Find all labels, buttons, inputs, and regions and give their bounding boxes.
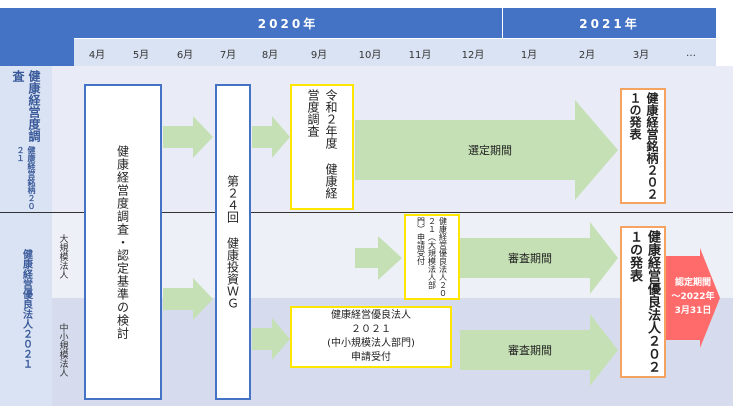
header-year-2021: 2021年 [503,8,716,38]
header-corner [0,8,52,66]
month-jan: 1月 [520,49,538,61]
box-wg: 第２４回 健康投資ＷＧ [215,84,251,400]
sublabel-large: 大規模法人 [57,233,68,279]
header-sub-corner [52,8,74,66]
label-review-large: 審査期間 [508,252,552,265]
box-small-apply: 健康経営優良法人 ２０２１ (中小規模法人部門) 申請受付 [290,306,452,368]
month-jun: 6月 [176,49,194,61]
month-dec: 12月 [461,49,485,61]
box-meigara-announce-text: 健康経営銘柄２０２１の発表 [628,92,659,200]
small-apply-line-3: (中小規模法人部門) [327,338,415,349]
box-large-apply-text: 健康経営優良法人２０２１（大規模法人部門）申請受付 [416,217,448,297]
arrow-certification-period [666,248,720,348]
small-apply-line-4: 申請受付 [351,352,391,363]
arrow-wg-to-small [252,318,290,360]
header-year-2020: 2020年 [74,8,502,38]
arrow-kento-to-wg-bottom [163,278,213,320]
month-may: 5月 [132,49,150,61]
year-2021-label: 2021年 [579,16,640,31]
cert-line-2: ～2022年 [671,292,715,302]
small-apply-line-1: 健康経営優良法人 [331,310,411,321]
row-label-yuryo: 健康経営優良法人２０２１ [20,249,32,369]
sublabel-small: 中小規模法人 [57,323,68,377]
box-chosa-text: 令和２年度 健康経営度調査 [306,89,338,199]
month-jul: 7月 [219,49,237,61]
arrow-kento-to-wg-top [163,116,213,158]
month-nov: 11月 [408,49,432,61]
month-oct: 10月 [358,49,382,61]
sublabel-large-bg [52,213,74,298]
month-apr: 4月 [88,49,106,61]
month-more: … [686,47,696,59]
arrow-review-small [460,314,618,386]
cert-line-1: 認定期間 [674,278,711,288]
box-kento: 健康経営度調査・認定基準の検討 [84,84,162,400]
arrow-selection-period [355,100,618,200]
box-wg-text: 第２４回 健康投資ＷＧ [225,175,240,309]
row-label-meigara: 健康経営銘柄２０２１ [16,146,36,210]
label-selection-period: 選定期間 [468,144,512,157]
row-label-col [0,66,52,406]
month-sep: 9月 [310,49,328,61]
month-mar: 3月 [632,49,650,61]
row-separator [0,212,733,213]
label-certification-period: 認定期間 ～2022年 3月31日 [664,276,722,322]
box-meigara-announce: 健康経営銘柄２０２１の発表 [620,88,666,204]
label-review-small: 審査期間 [508,344,552,357]
cert-line-3: 3月31日 [674,306,712,316]
month-row-bg [74,39,716,66]
box-yuryo-announce: 健康経営優良法人２０２１の発表 [620,226,666,378]
box-chosa: 令和２年度 健康経営度調査 [290,84,354,210]
box-yuryo-announce-text: 健康経営優良法人２０２１の発表 [627,230,660,373]
row-label-kenko-chosa: 健康経営度調査 [11,70,41,142]
box-large-apply: 健康経営優良法人２０２１（大規模法人部門）申請受付 [404,214,460,300]
small-apply-line-2: ２０２１ [351,324,391,335]
year-2020-label: 2020年 [257,16,319,31]
box-kento-text: 健康経営度調査・認定基準の検討 [115,144,130,340]
arrow-wg-to-chosa [252,116,290,158]
arrow-chosa-to-large [355,236,402,280]
month-feb: 2月 [578,49,596,61]
month-aug: 8月 [261,49,279,61]
arrow-review-large [460,222,618,294]
